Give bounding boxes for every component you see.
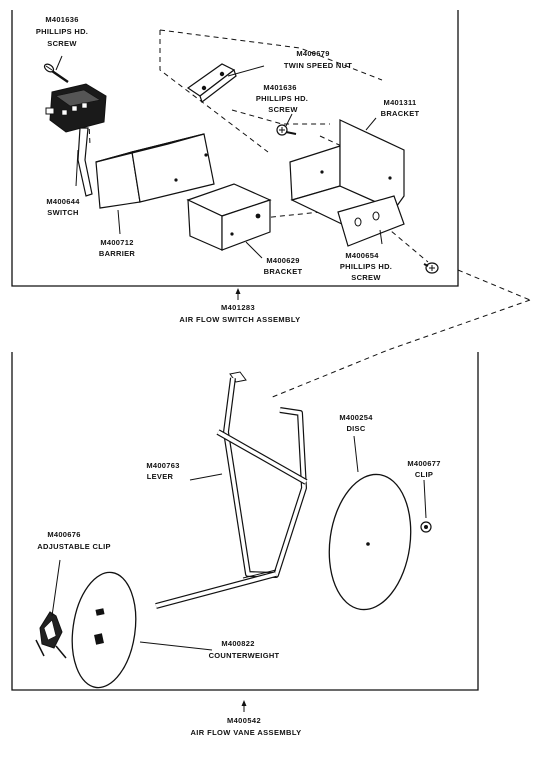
clip-part: [420, 521, 432, 533]
label-barrier-name: BARRIER: [99, 249, 136, 258]
vane-assembly-caption: AIR FLOW VANE ASSEMBLY: [190, 728, 301, 737]
label-lever-name: LEVER: [147, 472, 174, 481]
small-bracket-part: [186, 183, 272, 251]
label-screw-top-name1: PHILLIPS HD.: [36, 27, 88, 36]
switch-assembly-caption: AIR FLOW SWITCH ASSEMBLY: [179, 315, 300, 324]
barrier-part: [95, 133, 215, 209]
phillips-screw-right: [423, 262, 439, 274]
label-small-bracket-number: M400629: [266, 256, 299, 265]
label-switch-number: M400644: [46, 197, 80, 206]
label-screw-right-name1: PHILLIPS HD.: [340, 262, 392, 271]
switch-assembly-leaders: [55, 55, 383, 300]
vane-connector-dash: [269, 299, 531, 399]
label-screw-mid-name1: PHILLIPS HD.: [256, 94, 308, 103]
label-barrier-number: M400712: [100, 238, 133, 247]
label-adjustable-clip-number: M400676: [47, 530, 80, 539]
disc-part: [328, 473, 412, 611]
switch-assembly-part-number: M401283: [221, 303, 255, 312]
label-adjustable-clip-name: ADJUSTABLE CLIP: [37, 542, 111, 551]
switch-part: [45, 83, 107, 197]
label-clip-name: CLIP: [415, 470, 433, 479]
label-disc-name: DISC: [346, 424, 365, 433]
adjustable-clip-part: [35, 611, 67, 659]
twin-speed-nut-part: [186, 63, 237, 103]
label-disc-number: M400254: [339, 413, 373, 422]
large-bracket-part: [289, 119, 405, 247]
counterweight-part: [71, 571, 137, 689]
label-large-bracket-number: M401311: [384, 98, 417, 107]
switch-assembly-frame: [11, 10, 459, 287]
vane-assembly-frame: [11, 352, 479, 691]
vane-assembly-panel: M400763 LEVER M400254 DISC M400677 CLIP …: [11, 299, 531, 712]
label-small-bracket-name: BRACKET: [264, 267, 303, 276]
label-switch-name: SWITCH: [47, 208, 78, 217]
switch-assembly-panel: M401636 PHILLIPS HD. SCREW M400644 SWITC…: [11, 10, 531, 301]
label-screw-top-number: M401636: [45, 15, 78, 24]
label-screw-top-name2: SCREW: [47, 39, 77, 48]
lever-part: [155, 371, 308, 609]
vane-assembly-leaders: [51, 435, 427, 712]
vane-assembly-part-number: M400542: [227, 716, 261, 725]
label-twin-nut-number: M400679: [296, 49, 329, 58]
label-clip-number: M400677: [407, 459, 440, 468]
label-screw-right-number: M400654: [345, 251, 379, 260]
label-screw-mid-number: M401636: [263, 83, 296, 92]
phillips-screw-mid: [276, 124, 297, 136]
label-counterweight-name: COUNTERWEIGHT: [209, 651, 280, 660]
label-counterweight-number: M400822: [221, 639, 254, 648]
label-twin-nut-name: TWIN SPEED NUT: [284, 61, 352, 70]
label-large-bracket-name: BRACKET: [381, 109, 420, 118]
label-screw-right-name2: SCREW: [351, 273, 381, 282]
phillips-screw-top: [43, 63, 69, 83]
label-screw-mid-name2: SCREW: [268, 105, 298, 114]
label-lever-number: M400763: [146, 461, 179, 470]
